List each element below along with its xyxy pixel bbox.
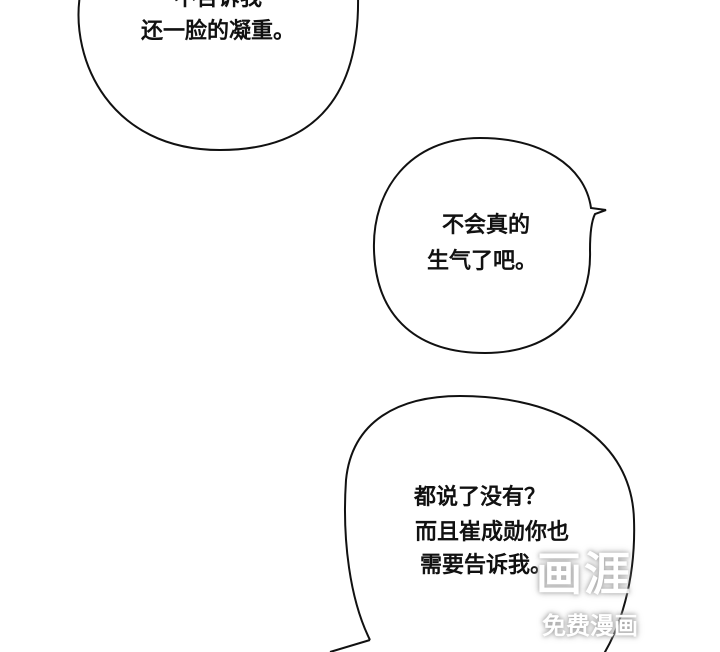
bubble-top-outline xyxy=(77,0,359,152)
bubble-bottom-line-1: 都说了没有？ xyxy=(413,485,547,510)
bubble-bottom-line-2: 而且崔成勋你也 xyxy=(414,520,570,545)
watermark-logo: 画涯 xyxy=(536,547,632,601)
bubble-top-line-2: 还一脸的凝重。 xyxy=(140,19,296,44)
watermark-tagline: 免费漫画 xyxy=(542,612,638,640)
bubble-middle-line-1: 不会真的 xyxy=(441,213,531,238)
bubble-bottom-outline xyxy=(329,394,636,652)
bubble-top-line-1: 不告诉我 xyxy=(174,0,262,12)
bubble-middle-outline xyxy=(372,136,607,355)
bubble-bottom-line-3: 需要告诉我。 xyxy=(419,553,553,578)
bubble-middle-line-2: 生气了吧。 xyxy=(426,249,538,274)
